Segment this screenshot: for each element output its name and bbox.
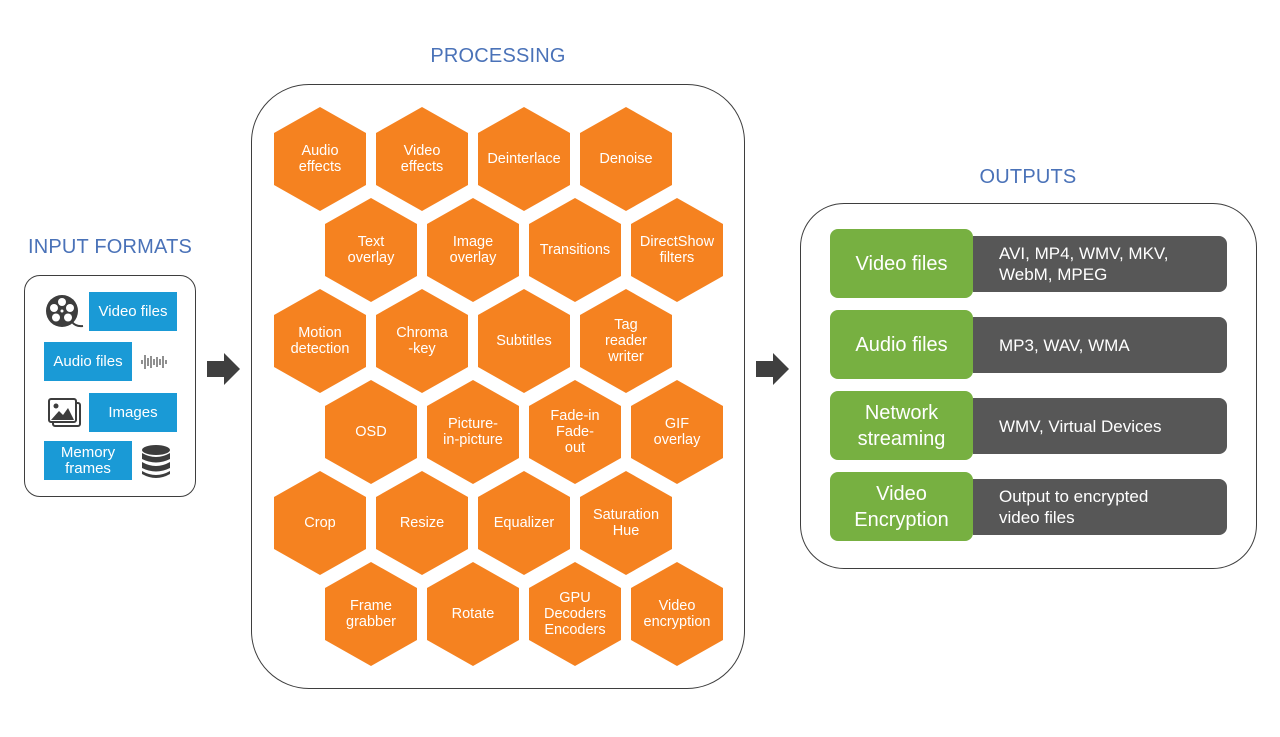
processing-hex-label: OSD xyxy=(355,424,387,440)
processing-hex-label: Chroma -key xyxy=(396,325,448,357)
outputs-title: OUTPUTS xyxy=(979,166,1077,188)
processing-hex-label: Video encryption xyxy=(643,598,711,630)
processing-hex-label: GIF overlay xyxy=(653,416,701,448)
processing-hex-label: Text overlay xyxy=(347,234,395,266)
processing-hex: OSD xyxy=(325,380,417,484)
processing-hex-label: Fade-in Fade- out xyxy=(550,408,600,456)
output-type-label: Video files xyxy=(830,229,973,298)
processing-hex-label: Saturation Hue xyxy=(592,507,660,539)
input-memory-frames-label: Memory frames xyxy=(60,443,116,477)
input-formats-title: INPUT FORMATS xyxy=(27,236,193,258)
processing-hex: Motion detection xyxy=(274,289,366,393)
processing-hex: Image overlay xyxy=(427,198,519,302)
image-gallery-icon xyxy=(48,398,81,427)
input-video-files: Video files xyxy=(89,292,177,331)
processing-hex-label: Subtitles xyxy=(496,333,552,349)
input-images: Images xyxy=(89,393,177,432)
processing-hex-label: Deinterlace xyxy=(487,151,561,167)
processing-hex-label: Motion detection xyxy=(290,325,350,357)
arrow-processing-to-outputs-icon xyxy=(756,353,789,385)
output-type-label: Video Encryption xyxy=(830,472,973,541)
processing-hex: Chroma -key xyxy=(376,289,468,393)
processing-hex-label: Resize xyxy=(399,515,445,531)
processing-hex-label: Video effects xyxy=(400,143,444,175)
processing-hex-label: Crop xyxy=(304,515,336,531)
arrow-input-to-processing-icon xyxy=(207,353,240,385)
input-video-files-label: Video files xyxy=(98,302,168,320)
processing-hex-label: Audio effects xyxy=(298,143,342,175)
output-formats-desc: Output to encrypted video files xyxy=(973,479,1227,535)
processing-hex-label: GPU Decoders Encoders xyxy=(543,590,607,638)
processing-hex: Picture- in-picture xyxy=(427,380,519,484)
input-audio-files-label: Audio files xyxy=(53,352,123,370)
output-formats-desc: AVI, MP4, WMV, MKV, WebM, MPEG xyxy=(973,236,1227,292)
output-formats-desc: MP3, WAV, WMA xyxy=(973,317,1227,373)
processing-hex-label: Picture- in-picture xyxy=(443,416,503,448)
processing-hex: Text overlay xyxy=(325,198,417,302)
input-memory-frames: Memory frames xyxy=(44,441,132,480)
processing-hex-label: Image overlay xyxy=(449,234,497,266)
input-audio-files: Audio files xyxy=(44,342,132,381)
processing-hex-label: Transitions xyxy=(539,242,611,258)
film-reel-icon xyxy=(46,295,84,328)
processing-hex-label: Equalizer xyxy=(493,515,555,531)
processing-hex-label: Tag reader writer xyxy=(605,317,647,365)
processing-hex: Audio effects xyxy=(274,107,366,211)
processing-title: PROCESSING xyxy=(430,45,566,67)
output-type-label: Audio files xyxy=(830,310,973,379)
input-images-label: Images xyxy=(108,403,158,421)
sound-wave-icon xyxy=(141,355,167,369)
processing-hex-label: Rotate xyxy=(451,606,495,622)
processing-hex: Video effects xyxy=(376,107,468,211)
database-icon xyxy=(142,445,170,478)
processing-hex-label: Frame grabber xyxy=(346,598,396,630)
output-type-label: Network streaming xyxy=(830,391,973,460)
processing-hex-label: DirectShow filters xyxy=(639,234,715,266)
processing-hex-label: Denoise xyxy=(599,151,653,167)
output-formats-desc: WMV, Virtual Devices xyxy=(973,398,1227,454)
